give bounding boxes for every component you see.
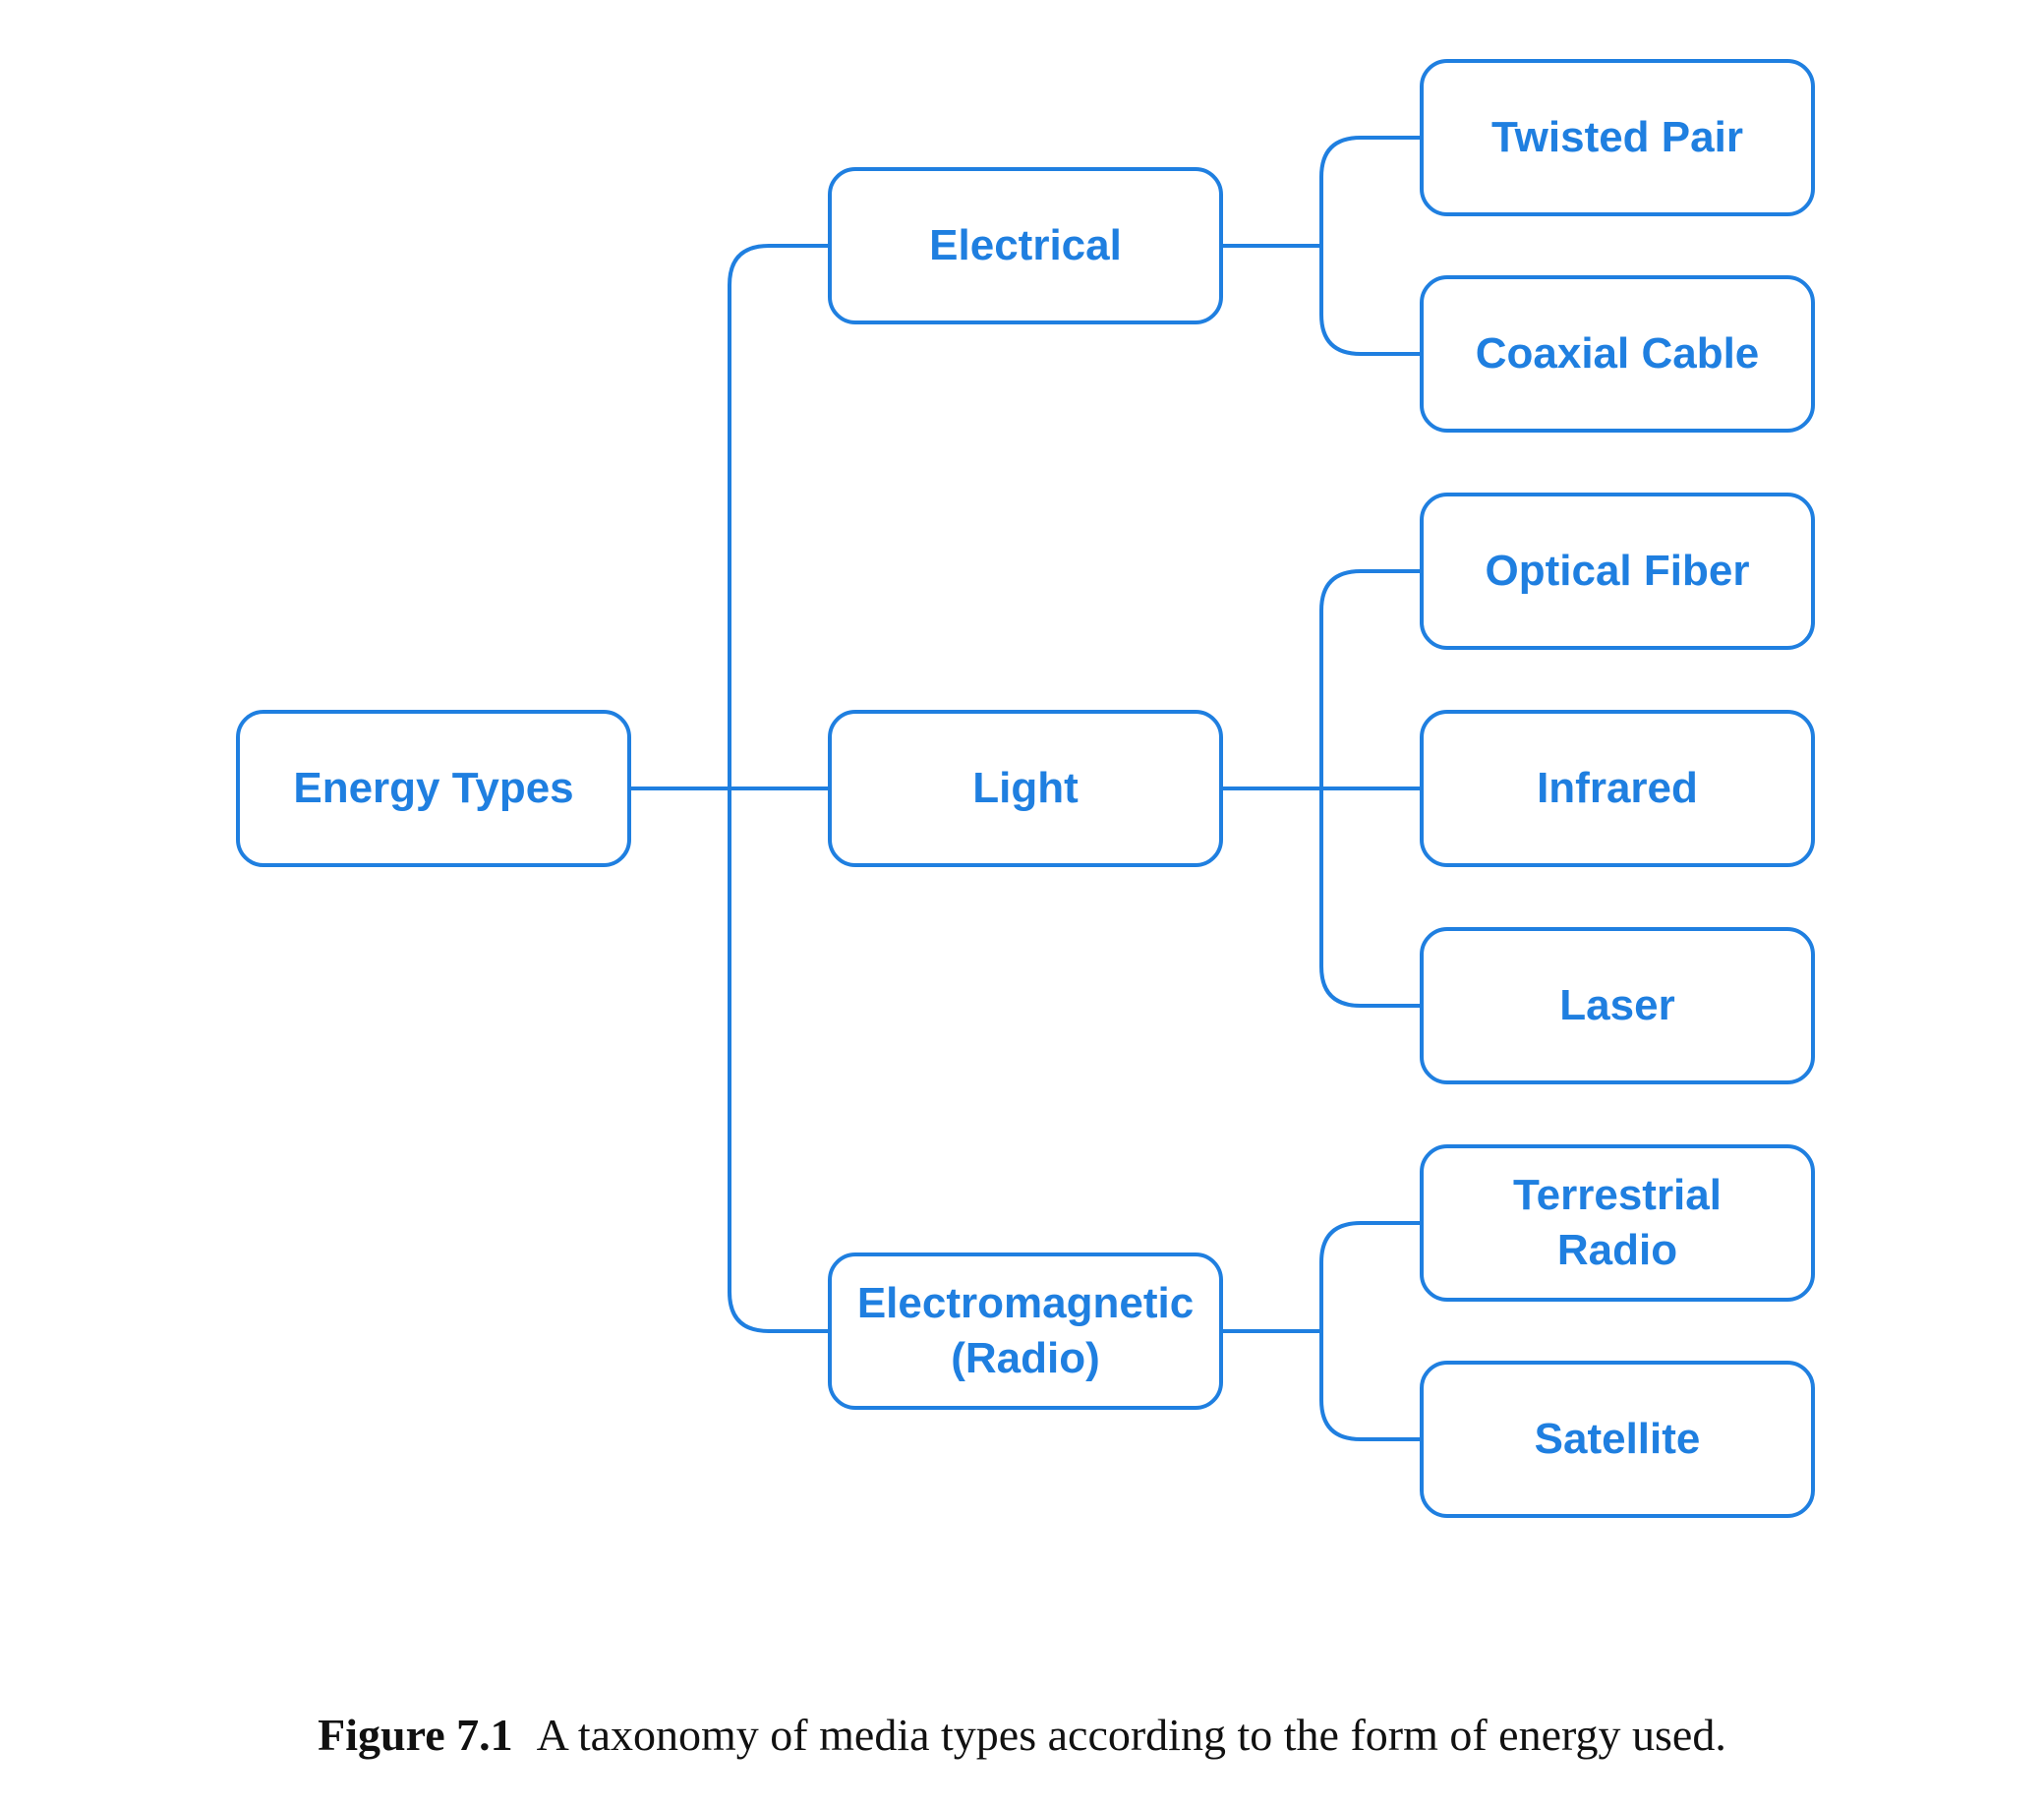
connector-root-electrical [728, 244, 830, 790]
node-light: Light [828, 710, 1223, 867]
connector-electromagnetic-terrestrial-radio [1319, 1221, 1422, 1333]
connector-electromagnetic-satellite [1319, 1329, 1422, 1441]
figure-caption: Figure 7.1 A taxonomy of media types acco… [0, 1709, 2044, 1761]
figure-caption-text: A taxonomy of media types according to t… [536, 1710, 1726, 1760]
connector-electrical-twisted-pair [1319, 136, 1422, 248]
node-terrestrial-radio: Terrestrial Radio [1420, 1144, 1815, 1302]
node-electromagnetic-radio: Electromagnetic (Radio) [828, 1253, 1223, 1410]
connector-root-electromagnetic [728, 786, 830, 1333]
node-optical-fiber: Optical Fiber [1420, 493, 1815, 650]
node-energy-types: Energy Types [236, 710, 631, 867]
connector-light-optical-fiber [1319, 569, 1422, 790]
connector-electrical-coaxial-cable [1319, 244, 1422, 356]
figure-label: Figure 7.1 [318, 1710, 513, 1760]
node-electrical: Electrical [828, 167, 1223, 324]
node-laser: Laser [1420, 927, 1815, 1084]
node-satellite: Satellite [1420, 1361, 1815, 1518]
node-infrared: Infrared [1420, 710, 1815, 867]
node-twisted-pair: Twisted Pair [1420, 59, 1815, 216]
connector-light-laser [1319, 786, 1422, 1008]
node-coaxial-cable: Coaxial Cable [1420, 275, 1815, 433]
